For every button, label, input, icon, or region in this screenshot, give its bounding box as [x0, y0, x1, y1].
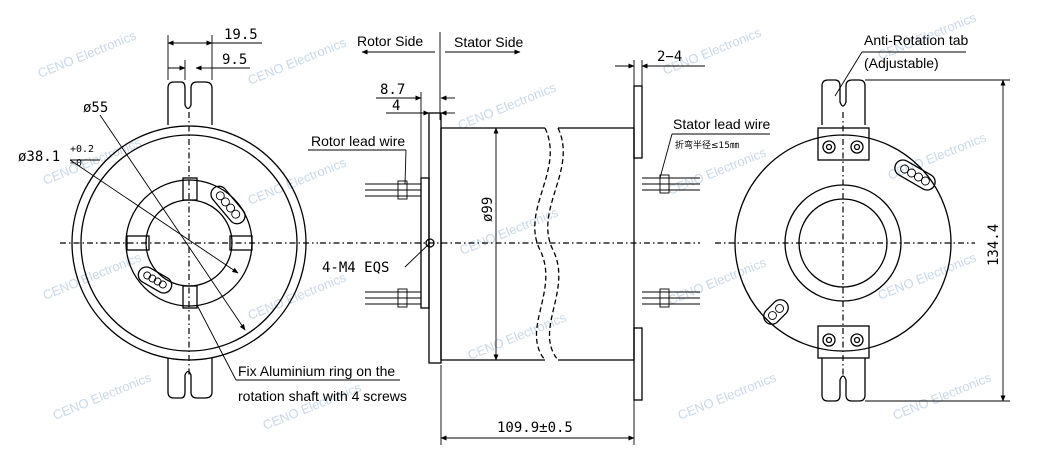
stator-lead-wire-label: Stator lead wire — [673, 116, 770, 132]
dim-outer-dia: ø55 — [83, 100, 108, 116]
watermark-text: CENO Electronics — [891, 369, 994, 422]
dim-flange-thick: 4 — [392, 98, 400, 114]
dim-bore-tol-lower: −0 — [70, 158, 82, 169]
watermark-text: CENO Electronics — [666, 254, 769, 307]
watermark-text: CENO Electronics — [51, 369, 154, 422]
dim-length: 109.9±0.5 — [497, 420, 573, 436]
screw-slot — [182, 177, 198, 201]
side-view: Rotor Side Stator Side — [308, 32, 770, 445]
dim-body-dia: ø99 — [480, 197, 496, 222]
fix-ring-leader — [196, 304, 237, 381]
watermark-text: CENO Electronics — [246, 269, 349, 322]
screw-marker — [425, 238, 435, 248]
dim-tab-width: 9.5 — [222, 52, 247, 68]
anti-rotation-leader — [834, 51, 863, 97]
watermark-text: CENO Electronics — [466, 309, 569, 362]
dim-tab-thickness: 2−4 — [657, 49, 682, 65]
dim-bore-dia: ø38.1 — [18, 149, 60, 165]
screw-slot — [126, 235, 150, 251]
tab-screw — [825, 143, 833, 151]
screw-leader — [404, 242, 431, 268]
back-view: Anti-Rotation tab (Adjustable) 134.4 — [715, 32, 1010, 402]
dim-height: 134.4 — [986, 224, 1002, 266]
anti-rotation-label-1: Anti-Rotation tab — [864, 32, 968, 48]
dim-flange-offset: 8.7 — [380, 82, 405, 98]
stator-tab-bottom — [633, 327, 643, 401]
watermark-text: CENO Electronics — [886, 129, 989, 182]
watermark-text: CENO Electronics — [246, 34, 349, 87]
tab-screw — [822, 333, 836, 347]
stator-wires — [642, 174, 700, 308]
rotor-lead-leader — [404, 149, 407, 185]
screw-slot — [182, 285, 198, 309]
tab-screw — [825, 336, 833, 344]
wire-grommet — [763, 299, 789, 325]
fix-ring-label-2: rotation shaft with 4 screws — [238, 388, 407, 404]
tab-screw — [850, 333, 864, 347]
stator-side-label: Stator Side — [454, 34, 523, 50]
watermark-text: CENO Electronics — [456, 79, 559, 132]
watermark-text: CENO Electronics — [36, 27, 139, 80]
bore-dia-leader — [69, 159, 239, 274]
top-tab — [167, 81, 213, 125]
wire-grommet — [137, 266, 173, 294]
anti-rotation-tab-top — [821, 79, 866, 125]
wire-grommet — [894, 159, 936, 191]
stator-wire-note: 折弯半径≤15㎜ — [675, 139, 739, 151]
watermark-text: CENO Electronics — [458, 204, 561, 257]
tab-screw — [853, 336, 861, 344]
rotor-wires — [365, 180, 421, 308]
tab-screw — [853, 143, 861, 151]
stator-lead-leader — [659, 133, 673, 179]
tab-screw — [850, 140, 864, 154]
anti-rotation-tab-bottom — [821, 358, 866, 402]
tab-screw — [822, 140, 836, 154]
watermarks: CENO Electronics CENO Electronics CENO E… — [36, 9, 994, 432]
rotor-lead-wire-label: Rotor lead wire — [311, 133, 405, 149]
watermark-text: CENO Electronics — [676, 369, 779, 422]
dim-top-width: 19.5 — [224, 27, 258, 43]
anti-rotation-label-2: (Adjustable) — [864, 55, 939, 71]
body-right-part — [558, 127, 635, 361]
dim-bore-tol-upper: +0.2 — [70, 144, 94, 155]
front-view: 19.5 9.5 ø55 ø38.1 +0.2 −0 Fix Aluminium… — [18, 27, 407, 404]
fix-ring-label-1: Fix Aluminium ring on the — [238, 363, 395, 379]
rotor-side-label: Rotor Side — [357, 33, 423, 49]
screws-label: 4-M4 EQS — [322, 260, 389, 276]
rotor-plate — [428, 112, 442, 364]
bottom-tab — [167, 358, 213, 399]
stator-tab-top — [633, 85, 643, 159]
outer-dia-leader — [99, 114, 246, 331]
wire-grommet — [210, 185, 246, 225]
